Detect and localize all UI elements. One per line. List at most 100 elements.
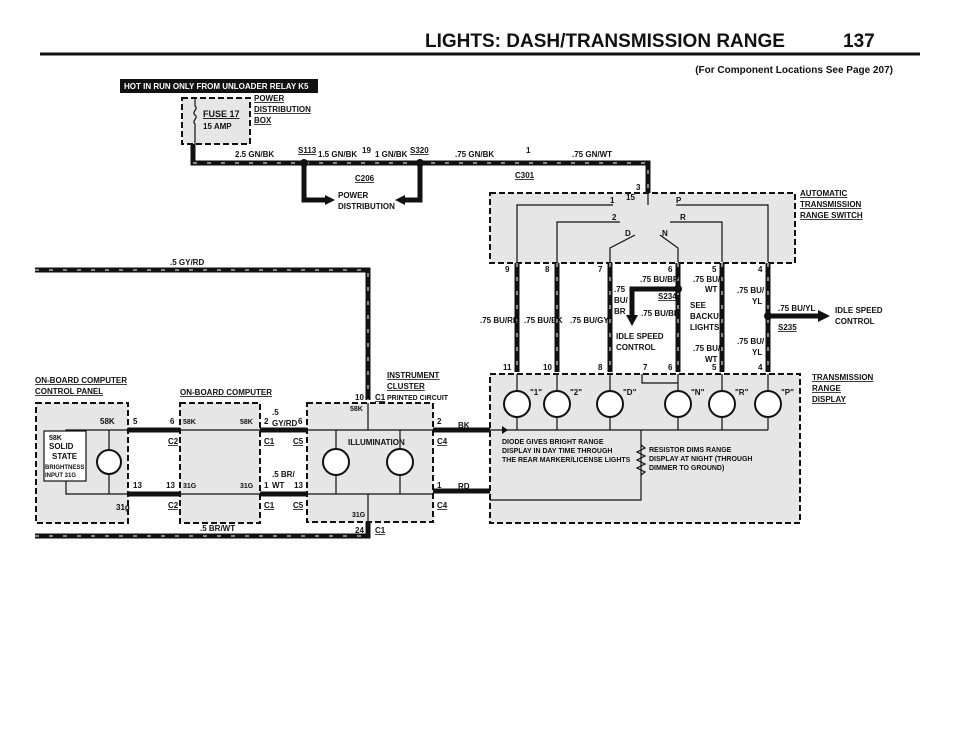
switch-position: R: [680, 213, 686, 222]
bulb-label: "R": [735, 388, 749, 397]
wire-label: .75 BU/YL: [778, 304, 815, 313]
wire-label: BU/: [614, 296, 629, 305]
connector-label: C301: [515, 171, 535, 180]
wire-label: 1 GN/BK: [375, 150, 408, 159]
pin-label: 2: [437, 417, 442, 426]
resistor-note: DIMMER TO GROUND): [649, 465, 724, 472]
pin-label: 10: [355, 393, 364, 402]
range-switch-box: [489, 192, 796, 264]
pin-label: 15: [626, 193, 635, 202]
pin-label: 1: [526, 146, 531, 155]
pin-label: 31G: [352, 512, 366, 519]
wire-label: .75: [614, 285, 626, 294]
diode-icon: [502, 426, 508, 434]
wire-label: .75 BU/: [693, 344, 721, 353]
computer-box: [179, 402, 261, 524]
diode-note: DIODE GIVES BRIGHT RANGE: [502, 439, 604, 446]
bulb-label: "1": [530, 388, 542, 397]
switch-position: 2: [612, 213, 617, 222]
connector-label: C4: [437, 437, 448, 446]
illumination-label: ILLUMINATION: [348, 438, 405, 447]
pin-label: 6: [298, 417, 303, 426]
solid-state-module: [43, 430, 87, 482]
range-display-label: DISPLAY: [812, 395, 847, 404]
wire-label: .5 BR/WT: [200, 524, 235, 533]
diode-note: DISPLAY IN DAY TIME THROUGH: [502, 448, 612, 455]
pin-label: 10: [543, 363, 552, 372]
bulb-label: "N": [691, 388, 705, 397]
pin-label: 1: [264, 481, 269, 490]
pin-label: 58K: [240, 419, 253, 426]
splice-label: S320: [410, 146, 429, 155]
range-bulbs: [503, 390, 782, 418]
illumination-bulb: [322, 448, 350, 476]
wire-label: .75 BU/BR: [641, 309, 680, 318]
splice-label: S235: [778, 323, 797, 332]
splice-label: S234: [658, 292, 677, 301]
resistor-note: RESISTOR DIMS RANGE: [649, 447, 732, 454]
pin-label: 9: [505, 265, 510, 274]
arrow-icon: [325, 195, 335, 205]
arrow-icon: [395, 195, 405, 205]
bulb-label: "2": [570, 388, 582, 397]
range-switch-label: TRANSMISSION: [800, 200, 862, 209]
switch-contacts: [516, 193, 769, 262]
diode-note: THE REAR MARKER/LICENSE LIGHTS: [502, 457, 631, 464]
wire-label: WT: [705, 355, 718, 364]
pin-label: 19: [362, 146, 371, 155]
pin-label: 2: [264, 417, 269, 426]
wire-label: YL: [752, 348, 762, 357]
connector-label: C5: [293, 501, 304, 510]
wire-label: .5 BR/: [272, 470, 295, 479]
pin-label: 5: [133, 417, 138, 426]
pdb-label: DISTRIBUTION: [254, 105, 311, 114]
panel-bulb: [96, 449, 122, 475]
pin-label: 7: [598, 265, 603, 274]
range-switch-label: RANGE SWITCH: [800, 211, 863, 220]
wire-label: .75 GN/BK: [455, 150, 494, 159]
branch-wire: [629, 286, 678, 315]
fuse-rating: 15 AMP: [203, 122, 232, 131]
wire-label: .5 GY/RD: [170, 258, 204, 267]
wire-label: GY/RD: [272, 419, 298, 428]
pin-label: 5: [712, 265, 717, 274]
connector-label: C206: [355, 174, 375, 183]
arrow-icon: [626, 315, 638, 326]
range-display-label: RANGE: [812, 384, 842, 393]
connector-label: C2: [168, 501, 179, 510]
splice-label: S113: [298, 146, 317, 155]
power-dist-label: POWER: [338, 191, 368, 200]
pin-label: 6: [668, 265, 673, 274]
pin-label: 58K: [350, 406, 363, 413]
connector-label: C1: [264, 501, 275, 510]
range-switch-label: AUTOMATIC: [800, 189, 847, 198]
computer-circuit: [180, 429, 260, 495]
wire-label: .75 BU/: [737, 286, 765, 295]
pin-label: 8: [598, 363, 603, 372]
fuse-name: FUSE 17: [203, 109, 240, 119]
wire-label: .75 BU/: [737, 337, 765, 346]
pin-label: 58K: [100, 417, 115, 426]
cluster-circuit: [307, 403, 433, 522]
connector-label: C4: [437, 501, 448, 510]
backup-lights-note: BACKUP: [690, 312, 725, 321]
module-label: STATE: [52, 452, 78, 461]
computer-label: ON-BOARD COMPUTER: [180, 388, 272, 397]
connector-label: C1: [375, 526, 386, 535]
gyrd-wire: [35, 267, 371, 400]
wire-label: YL: [752, 297, 762, 306]
pin-label: 4: [758, 265, 763, 274]
wire-label: BK: [458, 421, 470, 430]
idle-speed-label: CONTROL: [835, 317, 875, 326]
branch-wire: [405, 163, 423, 203]
pdb-label: POWER: [254, 94, 284, 103]
cluster-label: INSTRUMENT: [387, 371, 440, 380]
cluster-label: CLUSTER: [387, 382, 425, 391]
banner-bg: [120, 79, 318, 93]
wire-label: WT: [272, 481, 285, 490]
module-label: 58K: [49, 435, 62, 442]
wire-label: 1.5 GN/BK: [318, 150, 357, 159]
illumination-bulb: [386, 448, 414, 476]
switch-position: 1: [610, 196, 615, 205]
